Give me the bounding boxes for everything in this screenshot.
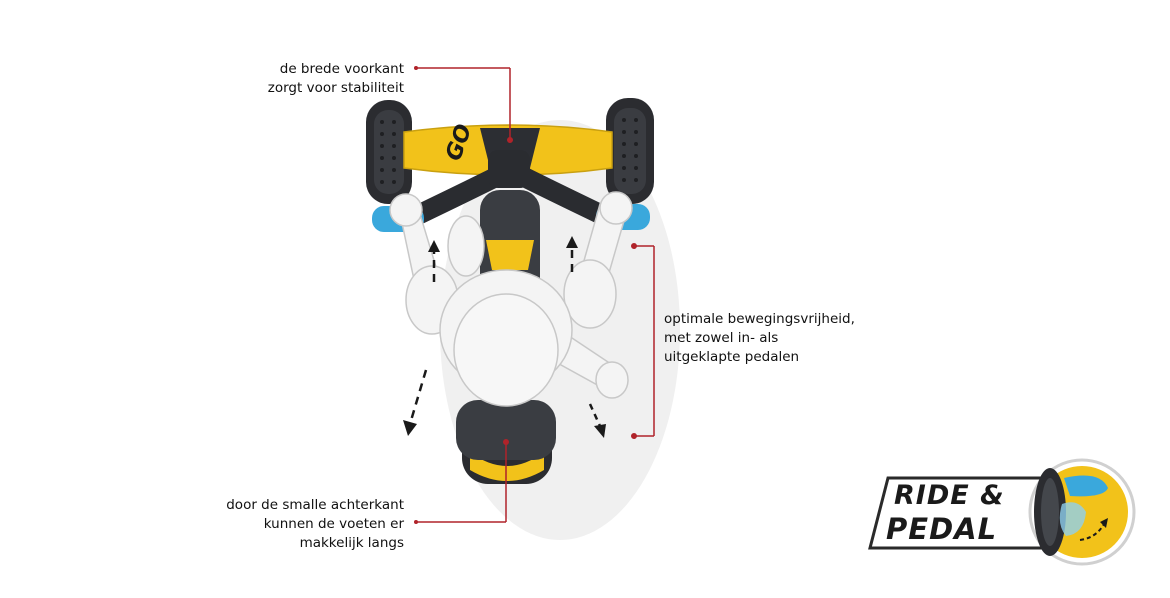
motion-arrows xyxy=(403,236,606,438)
annotation-front-line-1: de brede voorkant xyxy=(279,61,404,77)
annotation-movement-line-3: uitgeklapte pedalen xyxy=(664,349,800,365)
callout-front xyxy=(414,66,513,143)
annotation-movement-line-1: optimale bewegingsvrijheid, xyxy=(664,311,855,327)
ride-pedal-badge xyxy=(868,458,1136,566)
annotation-rear-line-3: makkelijk langs xyxy=(299,535,404,551)
callout-movement xyxy=(631,243,655,439)
badge-line-2: PEDAL xyxy=(886,512,998,546)
annotation-rear-line-2: kunnen de voeten er xyxy=(263,516,404,532)
pedal-icon xyxy=(1064,475,1108,497)
annotation-rear-line-1: door de smalle achterkant xyxy=(226,497,404,513)
callout-rear xyxy=(414,439,509,524)
annotation-movement: optimale bewegingsvrijheid, met zowel in… xyxy=(664,310,855,367)
front-left-wheel xyxy=(366,100,412,204)
front-right-wheel xyxy=(606,98,654,204)
fold-arrow-icon xyxy=(1079,523,1105,541)
badge-line-1: RIDE & xyxy=(894,480,1005,511)
annotation-rear: door de smalle achterkant kunnen de voet… xyxy=(226,496,404,553)
annotation-front-line-2: zorgt voor stabiliteit xyxy=(267,80,404,96)
annotation-movement-line-2: met zowel in- als xyxy=(664,330,779,346)
annotation-front: de brede voorkant zorgt voor stabiliteit xyxy=(268,60,404,98)
